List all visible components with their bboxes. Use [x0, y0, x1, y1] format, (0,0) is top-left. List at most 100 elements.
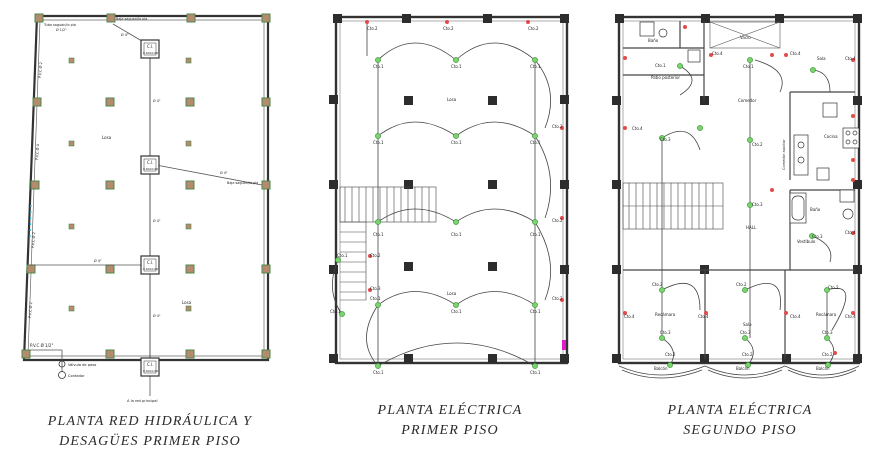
plan3-label-hall: HALL: [746, 225, 757, 230]
caption-plan-electrical-second: PLANTA ELÉCTRICA SEGUNDO PISO: [620, 401, 860, 441]
plan3-label-c2-e: Cto.2: [665, 352, 676, 357]
plan3-staircase: [622, 182, 724, 230]
plan1-label-diam-branch: Ø 4": [121, 32, 129, 37]
plan1-label-tubo: Tubo saguán/lo pla: [43, 23, 76, 27]
plan1-label-pvc-b: P.V.C Ø 4: [34, 143, 40, 160]
plan3-label-c2-a: Cto.2: [752, 142, 763, 147]
plan3-label-c4-a: Cto.4: [632, 126, 643, 131]
plan2-outer-wall: [334, 15, 569, 365]
plan3-label-vacio: Vacío: [740, 35, 751, 40]
plan1-label-ci-sub-4: 0.60x0.60: [143, 369, 158, 373]
plan3-label-c2-d: Cto.2: [828, 285, 839, 290]
plan3-label-c3-e: Cto.3: [822, 330, 833, 335]
caption-plan-hydraulic: PLANTA RED HIDRÁULICA Y DESAGÜES PRIMER …: [10, 412, 290, 452]
plan2-label-c1-h: Cto.1: [451, 232, 462, 237]
plan2-outlets: [365, 20, 564, 302]
plan1-label-pvc-a: P.V.C Ø 2: [37, 62, 43, 78]
plan1-label-diam-main2: Ø 4": [153, 218, 161, 223]
plan3-label-c4-g: Cto.4: [790, 51, 801, 56]
plan3-columns: [612, 14, 862, 363]
plan1-label-ci-2: C.I.: [147, 160, 154, 165]
plan2-columns: [329, 14, 569, 363]
plan1-label-ci-sub-3: 0.60x0.60: [143, 267, 158, 271]
plan3-outlets: [623, 25, 855, 355]
plan3-label-comedor: Comedor: [738, 98, 757, 103]
plan1-label-ci-sub-1: 0.60x0.60: [143, 51, 158, 55]
plan2-label-c2-d: Cto.2: [552, 124, 563, 129]
plan2-label-c1-a: Cto.1: [373, 64, 384, 69]
plan1-label-diam-top: Ø 1/2": [56, 27, 67, 32]
plan2-label-c1-b: Cto.1: [451, 64, 462, 69]
plan2-label-c2-b: Cto.2: [443, 26, 454, 31]
plan1-columns: [21, 13, 271, 359]
plan1-label-ci-3: C.I.: [147, 260, 154, 265]
plan1-label-contador: Contador: [68, 374, 85, 378]
plan3-label-c3-f: Cto.3: [812, 234, 823, 239]
plan3-label-sala-b: Sala: [743, 322, 752, 327]
plan-hydraulic: Baja saguan/lo pla Tubo saguán/lo pla Ø …: [21, 13, 271, 403]
plan2-label-c1-l: Cto.1: [451, 309, 462, 314]
plan3-label-recamara-1: Recámara: [655, 312, 676, 317]
plan1-label-valvula: Válvula de paso: [68, 363, 96, 367]
plan1-label-ci-1: C.I.: [147, 44, 154, 49]
plan2-label-c3: Cto.3: [370, 286, 381, 291]
plan3-label-c3-d: Cto.3: [740, 330, 751, 335]
plan3-label-c4-i: Cto.4: [845, 230, 856, 235]
plan3-label-balcon-1: Balcón: [654, 366, 668, 371]
plan2-label-c1-g: Cto.1: [373, 232, 384, 237]
plan2-label-c1-d: Cto.1: [373, 140, 384, 145]
plan-electrical-first: Cto.2 Cto.2 Cto.2 Cto.1 Cto.1 Cto.1 Cto.…: [329, 14, 569, 375]
plan3-balconies: [618, 365, 860, 379]
plan3-label-c2-c: Cto.2: [736, 282, 747, 287]
plan1-inner-wall: [27, 19, 265, 357]
plan1-label-bajante-mid: Baja saguan/lo pla: [227, 181, 258, 185]
plan3-label-c4-b: Cto.4: [624, 314, 635, 319]
plan3-circuit-arcs: [661, 59, 847, 366]
plan2-label-c1-f: Cto.1: [530, 140, 541, 145]
plan1-label-ci-sub-2: 0.60x0.60: [143, 167, 158, 171]
plan2-circuit-arcs: [332, 20, 551, 367]
plan1-label-diam-side: Ø 4": [94, 258, 102, 263]
plan1-label-bajante: Baja saguan/lo pla: [116, 17, 147, 21]
plan3-label-c4-h: Cto.4: [712, 51, 723, 56]
plan2-pink-mark: [562, 340, 566, 350]
plan2-label-c1-n: Cto.1: [330, 309, 341, 314]
plan2-label-c2-f: Cto.2: [370, 253, 381, 258]
plan3-label-patio: Patio posterior: [651, 75, 680, 80]
plan1-label-diam-main3: Ø 4": [153, 313, 161, 318]
plan3-label-balcon-2: Balcón: [736, 366, 750, 371]
plan3-label-comedor-aux: Comedor auxiliar: [782, 139, 786, 170]
plan3-label-c3-a: Cto.3: [752, 202, 763, 207]
plan2-staircase: [339, 186, 437, 301]
plan3-label-bano-b: Baño: [810, 207, 821, 212]
plan2-label-c1-i: Cto.1: [530, 232, 541, 237]
plan3-label-balcon-3: Balcón: [816, 366, 830, 371]
plan1-label-pvc-bottom: P.V.C Ø 1/2": [30, 343, 53, 348]
caption-plan-electrical-first: PLANTA ELÉCTRICA PRIMER PISO: [330, 401, 570, 441]
caption-plan-electrical-second-line2: SEGUNDO PISO: [683, 423, 797, 438]
plan3-label-sala: Sala: [817, 56, 826, 61]
plan1-label-diam-main1: Ø 4": [153, 98, 161, 103]
plan2-label-c2-a: Cto.2: [367, 26, 378, 31]
plan2-label-c1-p: Cto.1: [530, 370, 541, 375]
plan1-meter-symbol: [58, 371, 66, 379]
plan2-label-losa-a: Losa: [447, 97, 457, 102]
plan3-label-c4-e: Cto.4: [845, 314, 856, 319]
plan2-label-c1-e: Cto.1: [451, 140, 462, 145]
plan2-lamps: [335, 57, 538, 369]
plan1-valve-symbol: [58, 360, 66, 368]
plan2-label-c1-m: Cto.1: [530, 309, 541, 314]
plan1-label-diam-right: Ø 4": [220, 170, 228, 175]
plan2-label-c1-c: Cto.1: [530, 64, 541, 69]
plan2-label-losa-b: Losa: [447, 291, 457, 296]
caption-plan-electrical-second-line1: PLANTA ELÉCTRICA: [667, 403, 813, 418]
plan2-label-c1-j: Cto.1: [337, 253, 348, 258]
plan1-label-pvc-d: P.V.C Ø 2: [27, 302, 33, 318]
caption-plan-hydraulic-line2: DESAGÜES PRIMER PISO: [59, 434, 241, 449]
plan3-fixtures: [639, 21, 860, 224]
plan2-label-c2-e: Cto.2: [552, 218, 563, 223]
plan3-label-c2-f: Cto.2: [742, 352, 753, 357]
plan1-label-ci-4: C.I.: [147, 362, 154, 367]
plan3-lamps: [659, 57, 831, 368]
plan1-inspection-chambers: [140, 39, 160, 377]
